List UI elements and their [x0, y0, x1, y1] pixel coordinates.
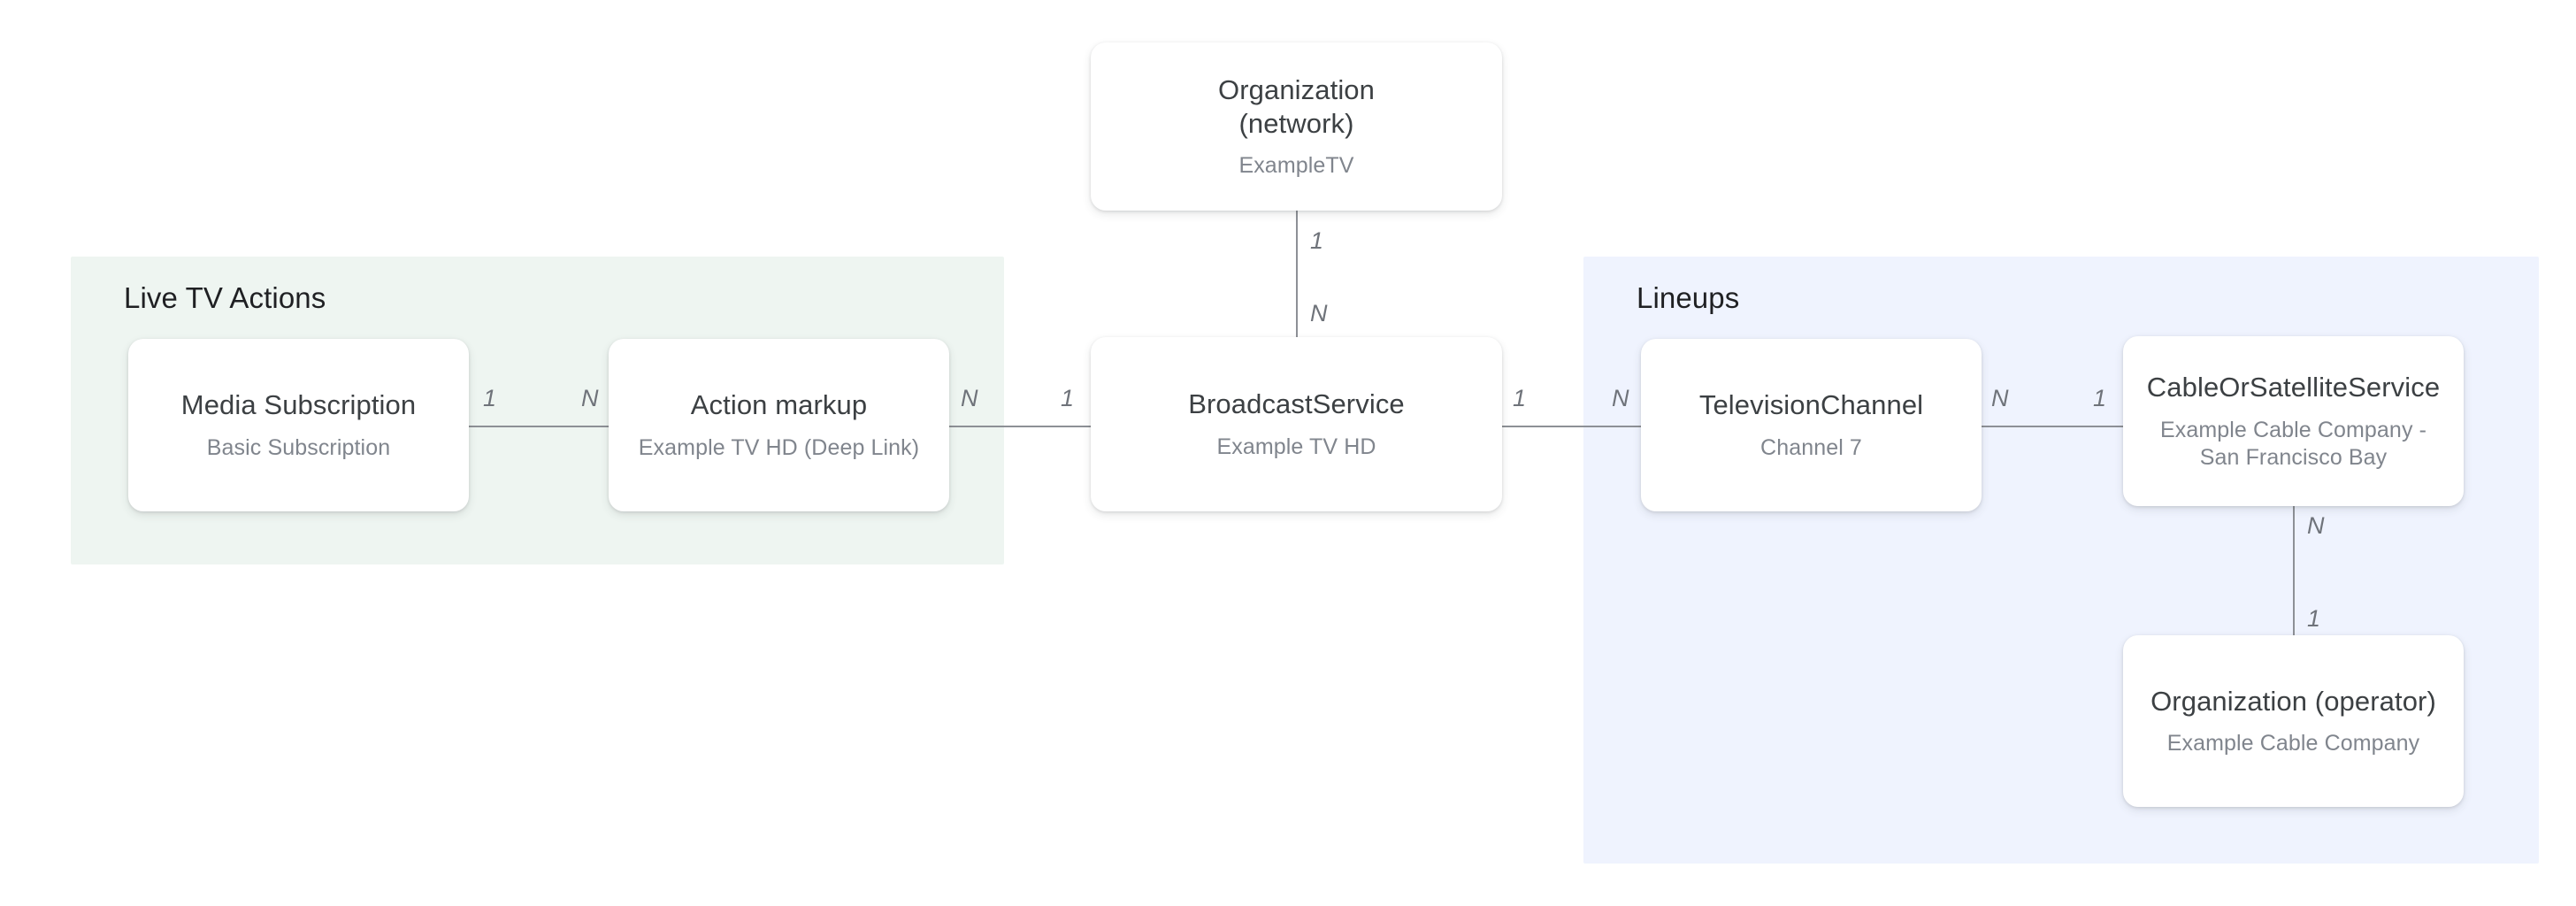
- edge-action-markup-to-broadcast-service: [949, 426, 1091, 427]
- cardinality-label: N: [581, 385, 599, 411]
- entity-node-subtitle: Example Cable Company - San Francisco Ba…: [2159, 417, 2427, 470]
- cardinality-label: N: [1310, 300, 1328, 326]
- cardinality-label: N: [961, 385, 978, 411]
- entity-node-organization-network[interactable]: Organization (network) ExampleTV: [1091, 42, 1502, 211]
- cardinality-label: 1: [483, 385, 497, 411]
- edge-organization-network-to-broadcast-service: [1296, 211, 1298, 337]
- entity-node-title: Organization (operator): [2150, 685, 2436, 717]
- entity-node-subtitle: Channel 7: [1760, 434, 1862, 460]
- entity-node-organization-operator[interactable]: Organization (operator) Example Cable Com…: [2123, 635, 2464, 807]
- entity-node-subtitle: Example Cable Company: [2166, 731, 2420, 756]
- entity-node-title: Action markup: [690, 389, 868, 421]
- entity-node-subtitle: ExampleTV: [1238, 153, 1354, 179]
- edge-broadcast-service-to-television-channel: [1502, 426, 1641, 427]
- edge-cable-or-satellite-service-to-organization-operator: [2293, 506, 2295, 635]
- entity-node-title: TelevisionChannel: [1698, 389, 1924, 421]
- cardinality-label: 1: [1061, 385, 1075, 411]
- group-title-live-tv-actions: Live TV Actions: [124, 281, 326, 314]
- cardinality-label: 1: [2093, 385, 2107, 411]
- cardinality-label: 1: [2307, 605, 2321, 632]
- edge-television-channel-to-cable-or-satellite-service: [1982, 426, 2123, 427]
- cardinality-label: N: [1991, 385, 2009, 411]
- cardinality-label: N: [1612, 385, 1629, 411]
- entity-node-subtitle: Basic Subscription: [206, 434, 391, 460]
- entity-node-subtitle: Example TV HD (Deep Link): [638, 434, 920, 460]
- cardinality-label: N: [2307, 512, 2325, 539]
- edge-media-subscription-to-action-markup: [469, 426, 609, 427]
- cardinality-label: 1: [1310, 227, 1324, 254]
- group-title-lineups: Lineups: [1637, 281, 1740, 314]
- entity-node-subtitle: Example TV HD: [1216, 434, 1376, 459]
- entity-node-title: Media Subscription: [180, 389, 417, 421]
- entity-node-title: BroadcastService: [1188, 388, 1405, 420]
- entity-node-title: CableOrSatelliteService: [2146, 372, 2441, 403]
- entity-node-title: Organization (network): [1218, 73, 1375, 139]
- cardinality-label: 1: [1513, 385, 1527, 411]
